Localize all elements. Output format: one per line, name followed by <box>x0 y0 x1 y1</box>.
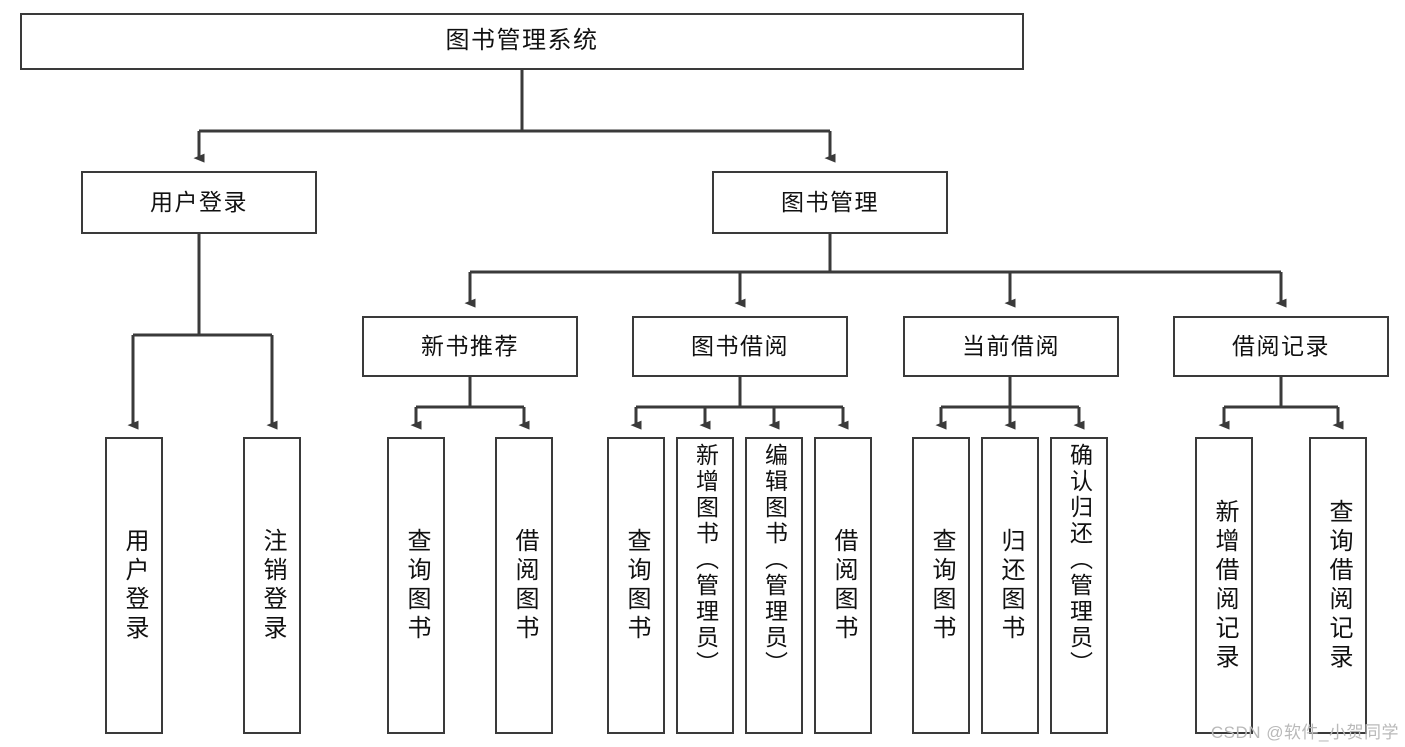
node-label: 确认归还（管理员） <box>1066 443 1093 677</box>
node-label: 图书管理系统 <box>445 27 599 55</box>
node-label: 归还图书 <box>997 527 1024 644</box>
leaf-borrow-book-recommend[interactable]: 借阅图书 <box>495 437 553 734</box>
node-label: 编辑图书（管理员） <box>761 443 788 677</box>
node-label: 查询图书 <box>403 527 430 644</box>
leaf-add-book-admin[interactable]: 新增图书（管理员） <box>676 437 734 734</box>
node-current-borrow[interactable]: 当前借阅 <box>903 316 1119 377</box>
node-label: 查询图书 <box>928 527 955 644</box>
node-label: 查询借阅记录 <box>1325 498 1352 673</box>
leaf-query-book-current[interactable]: 查询图书 <box>912 437 970 734</box>
node-label: 新增借阅记录 <box>1211 498 1238 673</box>
leaf-borrow-book[interactable]: 借阅图书 <box>814 437 872 734</box>
node-user-login[interactable]: 用户登录 <box>81 171 317 234</box>
node-label: 用户登录 <box>150 188 248 215</box>
node-label: 当前借阅 <box>962 332 1060 359</box>
node-new-book-recommend[interactable]: 新书推荐 <box>362 316 578 377</box>
leaf-query-book-borrow[interactable]: 查询图书 <box>607 437 665 734</box>
node-label: 借阅图书 <box>511 527 538 644</box>
node-book-management[interactable]: 图书管理 <box>712 171 948 234</box>
leaf-add-borrow-record[interactable]: 新增借阅记录 <box>1195 437 1253 734</box>
leaf-return-book[interactable]: 归还图书 <box>981 437 1039 734</box>
node-label: 用户登录 <box>121 527 148 644</box>
leaf-logout-login[interactable]: 注销登录 <box>243 437 301 734</box>
leaf-user-login[interactable]: 用户登录 <box>105 437 163 734</box>
leaf-edit-book-admin[interactable]: 编辑图书（管理员） <box>745 437 803 734</box>
node-label: 图书管理 <box>781 188 879 215</box>
watermark-text: CSDN @软件_小贺同学 <box>1210 723 1399 742</box>
node-label: 新书推荐 <box>421 332 519 359</box>
leaf-query-book-recommend[interactable]: 查询图书 <box>387 437 445 734</box>
node-label: 借阅图书 <box>830 527 857 644</box>
leaf-confirm-return-admin[interactable]: 确认归还（管理员） <box>1050 437 1108 734</box>
node-label: 图书借阅 <box>691 332 789 359</box>
node-book-borrow[interactable]: 图书借阅 <box>632 316 848 377</box>
node-label: 查询图书 <box>623 527 650 644</box>
node-borrow-record[interactable]: 借阅记录 <box>1173 316 1389 377</box>
node-root-book-management-system[interactable]: 图书管理系统 <box>20 13 1024 70</box>
node-label: 借阅记录 <box>1232 332 1330 359</box>
node-label: 注销登录 <box>259 527 286 644</box>
node-label: 新增图书（管理员） <box>692 443 719 677</box>
leaf-query-borrow-record[interactable]: 查询借阅记录 <box>1309 437 1367 734</box>
